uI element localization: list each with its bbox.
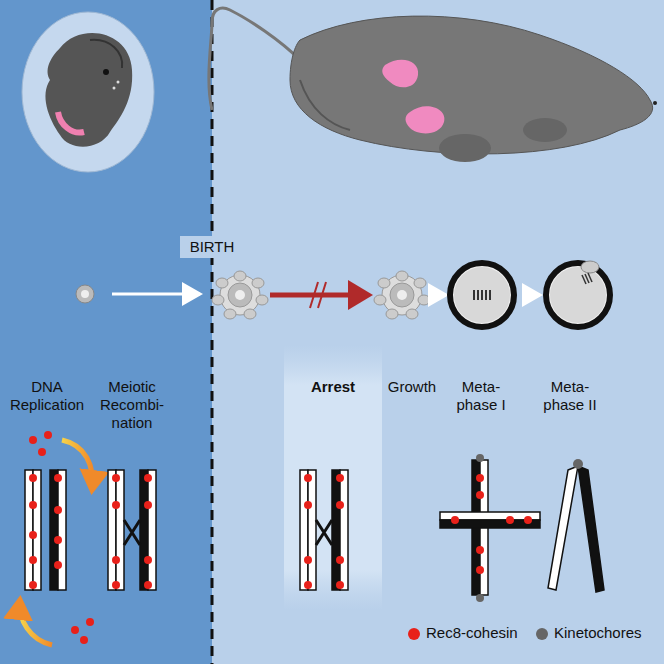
- stage-label: Meta- phase I: [446, 378, 516, 414]
- stage-label: Meta- phase II: [530, 378, 610, 414]
- legend-text: Kinetochores: [554, 624, 642, 641]
- stage-label: Growth: [384, 378, 440, 396]
- birth-label: BIRTH: [180, 236, 244, 258]
- arrest-band: Arrest: [284, 378, 382, 396]
- stage-label: DNA Replication: [2, 378, 92, 414]
- legend-text: Rec8-cohesin: [426, 624, 518, 641]
- legend-swatch: [408, 628, 420, 640]
- legend-item: Rec8-cohesin: [408, 624, 518, 641]
- legend-swatch: [536, 628, 548, 640]
- legend-item: Kinetochores: [536, 624, 642, 641]
- stage-label: Meiotic Recombi- nation: [92, 378, 172, 432]
- band-label: Arrest: [284, 378, 382, 396]
